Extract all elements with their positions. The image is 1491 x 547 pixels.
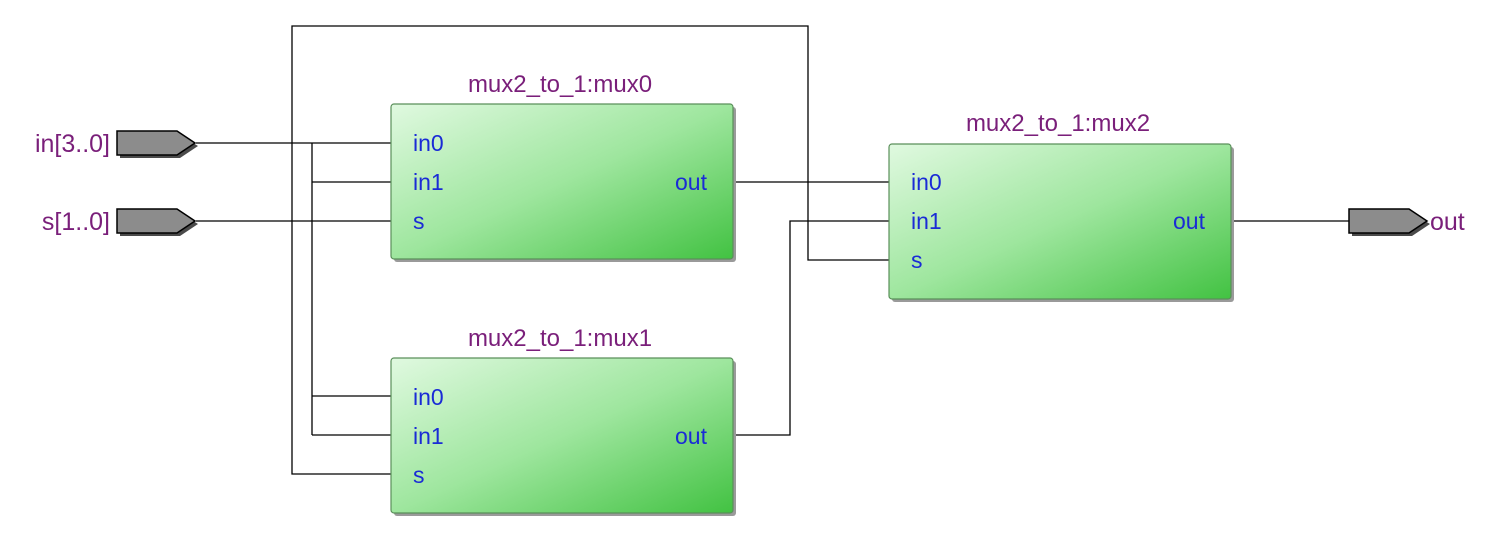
- port-in1-label: in1: [413, 169, 444, 195]
- block-mux2[interactable]: mux2_to_1:mux2 in0 in1 s out: [888, 110, 1234, 302]
- block-mux0-title: mux2_to_1:mux0: [468, 71, 652, 98]
- pin-s[interactable]: s[1..0]: [42, 208, 198, 236]
- port-s-label: s: [911, 247, 923, 273]
- block-mux0-body: [390, 103, 734, 260]
- port-s-label: s: [413, 208, 425, 234]
- port-out-label: out: [675, 423, 708, 449]
- input-pin-shape: [116, 130, 197, 156]
- port-out-label: out: [675, 169, 708, 195]
- block-mux1-title: mux2_to_1:mux1: [468, 325, 652, 352]
- wire-mux1-out: [733, 220, 890, 436]
- block-mux0[interactable]: mux2_to_1:mux0 in0 in1 s out: [390, 71, 736, 262]
- port-out-label: out: [1173, 208, 1206, 234]
- block-mux2-title: mux2_to_1:mux2: [966, 110, 1150, 137]
- port-in0-label: in0: [413, 384, 444, 410]
- port-in0-label: in0: [413, 130, 444, 156]
- pin-in[interactable]: in[3..0]: [35, 130, 198, 158]
- pin-in-label: in[3..0]: [35, 130, 110, 158]
- port-in1-label: in1: [911, 208, 942, 234]
- input-pin-shape: [116, 208, 197, 234]
- pin-out[interactable]: out: [1348, 208, 1465, 236]
- wires: [196, 25, 1350, 475]
- block-mux1-body: [390, 357, 734, 514]
- port-in1-label: in1: [413, 423, 444, 449]
- output-pin-shape: [1348, 208, 1429, 234]
- pin-out-label: out: [1430, 208, 1465, 236]
- wire-s-loop: [291, 25, 890, 475]
- port-in0-label: in0: [911, 169, 942, 195]
- block-mux2-body: [888, 143, 1232, 300]
- pin-s-label: s[1..0]: [42, 208, 110, 236]
- port-s-label: s: [413, 462, 425, 488]
- block-mux1[interactable]: mux2_to_1:mux1 in0 in1 s out: [390, 325, 736, 516]
